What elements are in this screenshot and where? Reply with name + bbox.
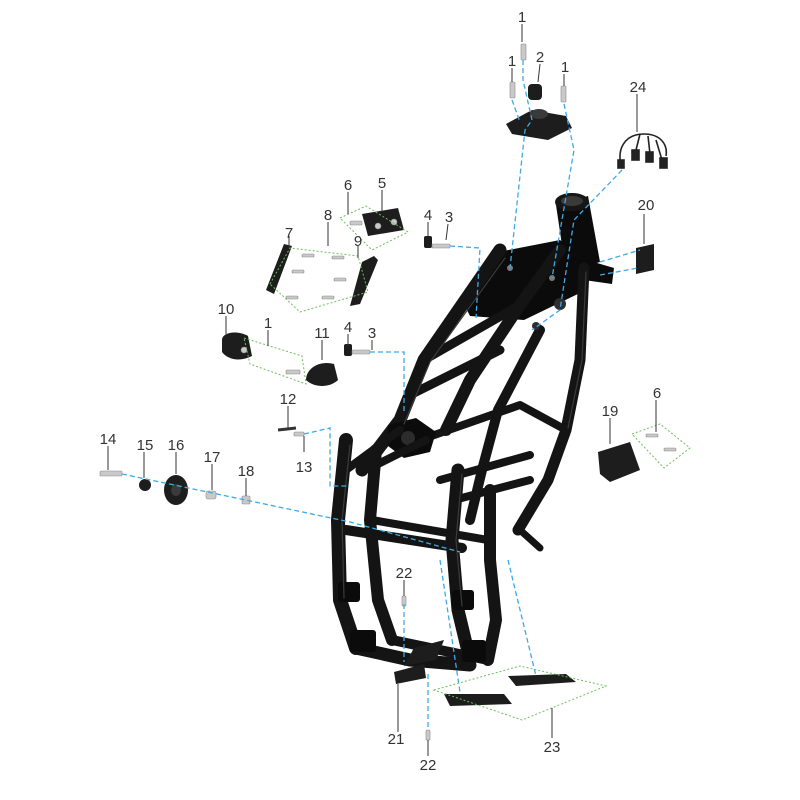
callout-9: 9 [354, 233, 362, 250]
wiring-harness [617, 133, 668, 169]
callout-17: 17 [204, 449, 221, 466]
callout-4: 4 [344, 319, 352, 336]
callout-14: 14 [100, 431, 117, 448]
bolt-set-8-9 [285, 253, 347, 300]
callout-3: 3 [445, 209, 453, 226]
callout-16: 16 [168, 437, 185, 454]
callout-7: 7 [285, 225, 293, 242]
callout-5: 5 [378, 175, 386, 192]
top-mount-bracket [506, 84, 572, 140]
callout-6: 6 [653, 385, 661, 402]
skid-plate-21 [394, 640, 444, 684]
callout-10: 10 [218, 301, 235, 318]
bracket-plate-5 [349, 208, 404, 236]
axle-set [99, 470, 251, 505]
callout-1: 1 [508, 53, 516, 70]
callout-15: 15 [137, 437, 154, 454]
callout-6: 6 [344, 177, 352, 194]
callout-21: 21 [388, 731, 405, 748]
callout-4: 4 [424, 207, 432, 224]
clip-3-4-upper [424, 236, 451, 249]
leader-lines [107, 24, 657, 756]
pin-12-13 [277, 426, 305, 437]
pads-23 [444, 674, 576, 706]
callout-22: 22 [420, 757, 437, 774]
cover-11 [285, 362, 338, 386]
side-rail-7 [266, 244, 378, 306]
callout-19: 19 [602, 403, 619, 420]
callout-12: 12 [280, 391, 297, 408]
side-plate [636, 244, 654, 274]
bolts-22 [401, 595, 431, 741]
callout-11: 11 [314, 325, 330, 342]
callout-3: 3 [368, 325, 376, 342]
clip-3-4-lower [344, 344, 371, 356]
mount-block-19 [598, 433, 677, 482]
callout-1: 1 [264, 315, 272, 332]
callout-1: 1 [561, 59, 569, 76]
callout-22: 22 [396, 565, 413, 582]
callout-20: 20 [638, 197, 655, 214]
callout-18: 18 [238, 463, 255, 480]
callout-13: 13 [296, 459, 313, 476]
assembly-lines [121, 60, 641, 730]
callout-24: 24 [630, 79, 647, 96]
callout-8: 8 [324, 207, 332, 224]
callout-2: 2 [536, 49, 544, 66]
main-frame [331, 193, 614, 672]
callout-1: 1 [518, 9, 526, 26]
group-outlines [243, 205, 691, 721]
callout-labels: 1 1 1 1 2 3 3 4 4 5 6 6 7 8 9 10 11 12 1… [100, 9, 662, 774]
cover-10 [222, 332, 252, 360]
callout-23: 23 [544, 739, 561, 756]
